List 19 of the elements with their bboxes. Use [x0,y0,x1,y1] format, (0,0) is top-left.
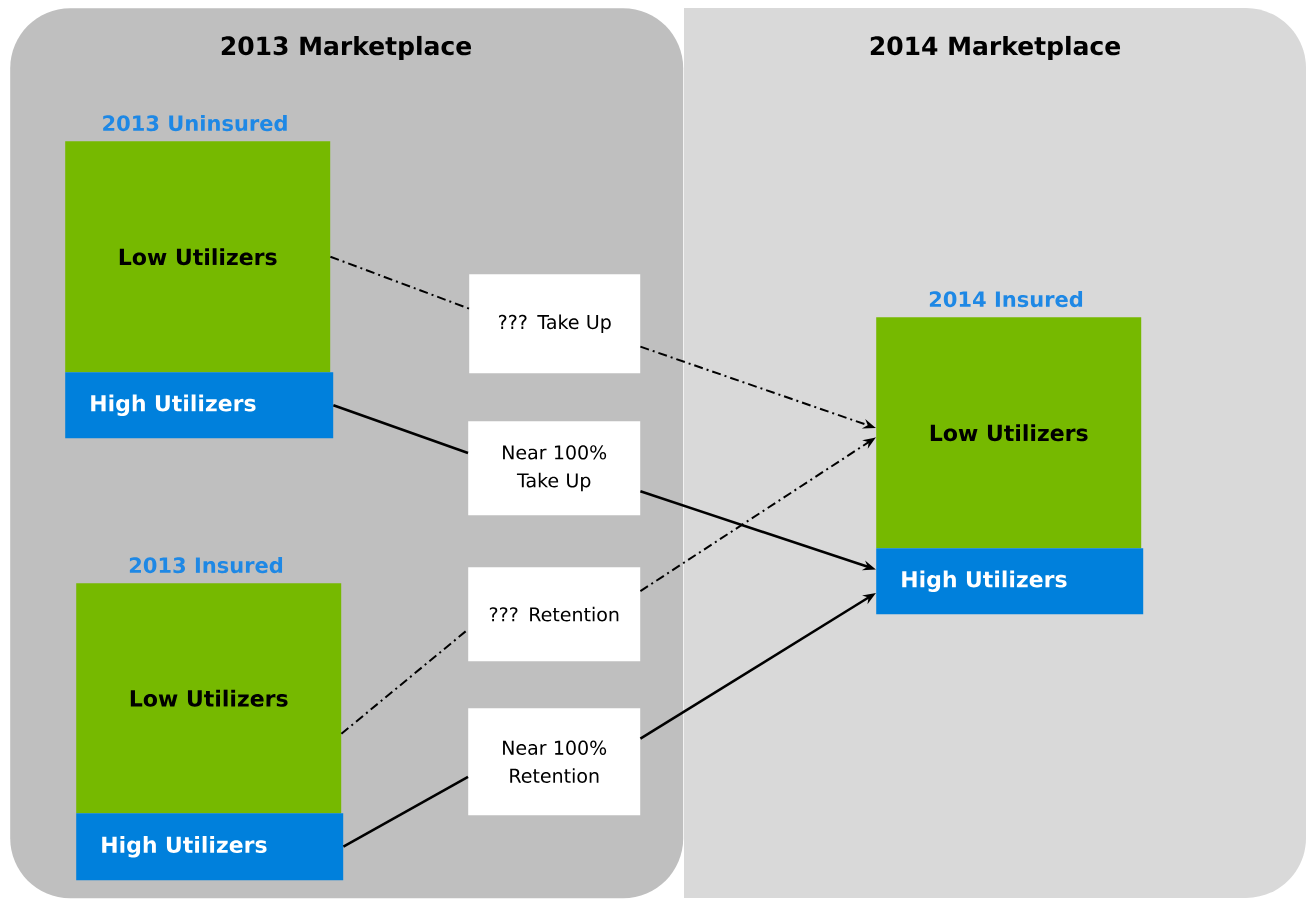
low-utilizers-box: 2013 Uninsured Low Utilizers [65,114,331,373]
high-utilizers-box: High Utilizers [76,813,344,881]
group-heading: 2013 Insured [129,556,283,574]
rate-box: Near 100% Retention [468,708,641,816]
low-utilizers-box: 2013 Insured Low Utilizers [76,556,342,814]
rate-box: ??? Retention [468,567,641,662]
connector [340,628,469,735]
panel-title: 2013 Marketplace [221,35,471,61]
connector [342,775,469,848]
connector [333,404,469,455]
rate-box: ??? Take Up [469,274,641,374]
high-utilizers-box: High Utilizers [65,372,334,439]
high-utilizers-box: High Utilizers [876,548,1144,615]
group-heading: 2014 Insured [929,290,1083,308]
group-heading: 2013 Uninsured [103,114,287,132]
connector [329,255,470,310]
low-utilizers-box: 2014 Insured Low Utilizers [876,290,1142,549]
rate-box: Near 100% Take Up [468,421,641,516]
panel-title: 2014 Marketplace [870,35,1120,61]
